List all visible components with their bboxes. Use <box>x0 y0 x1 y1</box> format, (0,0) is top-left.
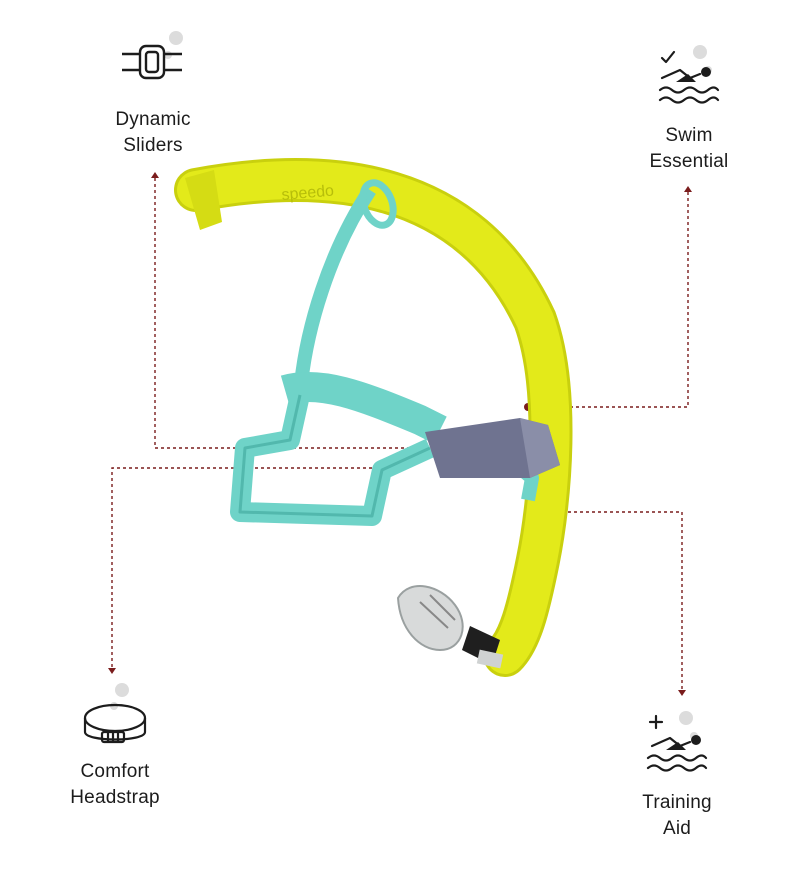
swimmer-check-icon <box>656 48 720 106</box>
headstrap-icon <box>82 700 148 750</box>
slider-icon <box>120 42 184 82</box>
brand-logo: speedo <box>281 182 335 204</box>
swimmer-plus-icon <box>644 712 710 772</box>
feature-dynamic-sliders: Dynamic Sliders <box>115 109 191 156</box>
slider-bracket <box>425 418 560 478</box>
feature-comfort-headstrap: Comfort Headstrap <box>70 761 160 808</box>
feature-training-aid: Training Aid <box>642 792 712 839</box>
feature-swim-essential: Swim Essential <box>649 125 729 172</box>
mouthpiece <box>396 585 504 669</box>
callout-markers <box>108 172 692 696</box>
snorkel-tube: speedo <box>174 158 573 677</box>
callout-leaders <box>111 178 689 690</box>
